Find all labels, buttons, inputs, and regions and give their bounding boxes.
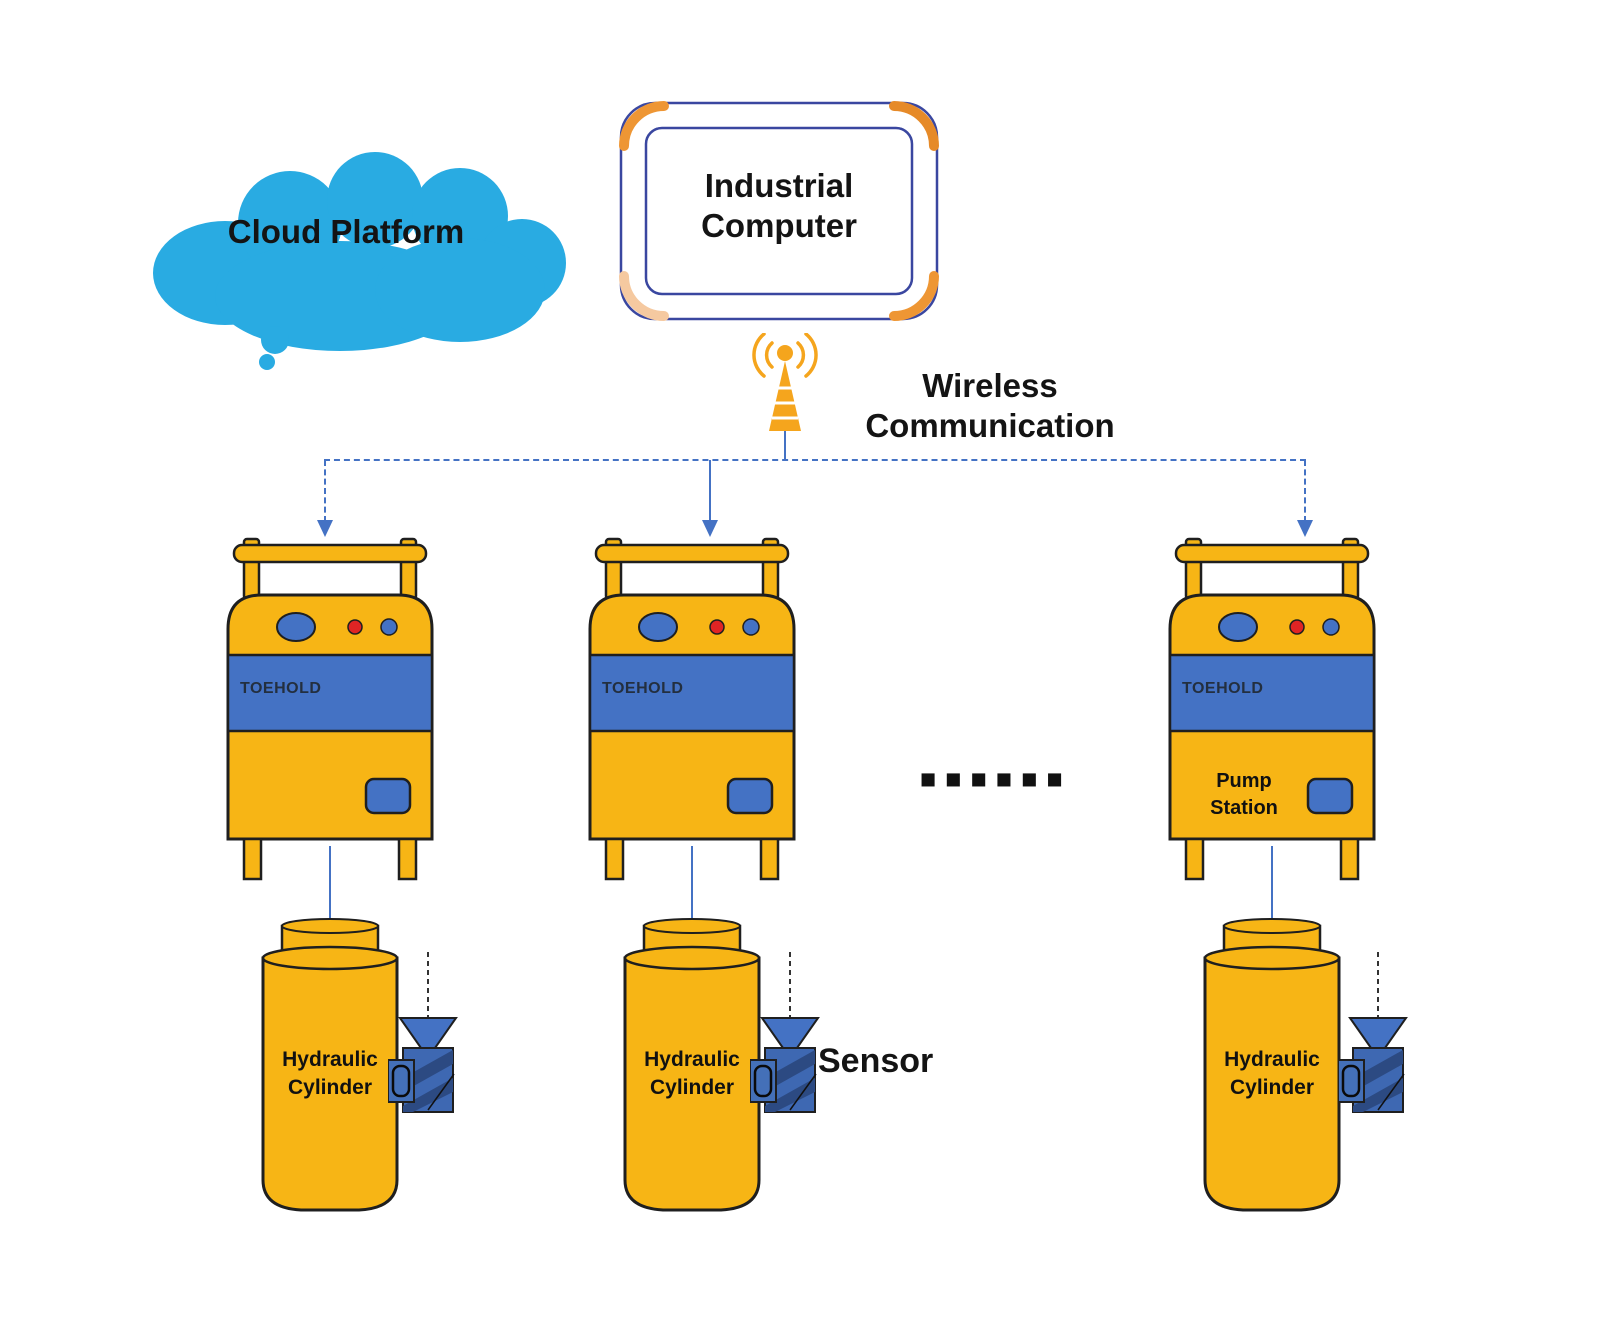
wireless-label-line1: Wireless [922,367,1058,404]
toehold-label: TOEHOLD [240,680,322,697]
blue-indicator-light [1322,618,1340,636]
sensor-label: Sensor [818,1042,934,1080]
pump-station-label: Pump Station [1183,768,1305,822]
toehold-label: TOEHOLD [1182,680,1264,697]
hydraulic-cylinder-label-line2: Cylinder [649,1076,735,1100]
arrow-down-icon-middle [702,520,718,537]
cloud-icon [153,152,566,370]
hydraulic-cylinder-label: Hydraulic Cylinder [250,1046,410,1103]
blue-indicator-light [380,618,398,636]
station-button [364,777,412,815]
industrial-computer: Industrial Computer [618,100,940,322]
hydraulic-cylinder-label-line2: Cylinder [1229,1076,1315,1100]
industrial-computer-label-line1: Industrial [704,167,854,204]
red-indicator-light [347,619,363,635]
antenna-drop-line [784,431,786,460]
station-button [1306,777,1354,815]
station-button [726,777,774,815]
pump-station-label-line2: Station [1210,797,1278,819]
pump-station-label-line1: Pump [1216,770,1272,792]
feed-line-middle [691,846,693,926]
hydraulic-cylinder-icon [623,918,761,1212]
hydraulic-cylinder-3: Hydraulic Cylinder [1177,918,1367,1218]
feed-line-right [1271,846,1273,926]
arrow-down-icon-right [1297,520,1313,537]
red-indicator-light [709,619,725,635]
industrial-computer-label-line2: Computer [701,206,857,244]
connector-middle-line [709,460,711,522]
feed-line-left [329,846,331,926]
hydraulic-cylinder-icon [261,918,399,1212]
connector-right-line [1304,460,1306,522]
gauge-oval [1218,612,1258,642]
hydraulic-cylinder-label-line1: Hydraulic [644,1048,740,1071]
toehold-label: TOEHOLD [602,680,684,697]
connector-left-line [324,460,326,522]
ellipsis-dots: ■■■■■■ [920,764,1072,794]
hydraulic-cylinder-label: Hydraulic Cylinder [612,1046,772,1103]
pump-station-icon [226,537,434,881]
pump-station-icon [1168,537,1376,881]
hydraulic-cylinder-label-line1: Hydraulic [1224,1048,1320,1071]
wireless-label-line2: Communication [865,406,1115,444]
hydraulic-cylinder-2: Hydraulic Cylinder [597,918,787,1218]
hydraulic-cylinder-label-line2: Cylinder [287,1076,373,1100]
pump-station-icon [588,537,796,881]
blue-indicator-light [742,618,760,636]
red-indicator-light [1289,619,1305,635]
industrial-computer-label: Industrial Computer [646,166,912,245]
pump-station-2: TOEHOLD [582,533,802,883]
antenna-icon [752,333,818,431]
industrial-computer-frame-icon [619,101,939,321]
pump-station-1: TOEHOLD [220,533,440,883]
gauge-oval [638,612,678,642]
hydraulic-cylinder-label: Hydraulic Cylinder [1192,1046,1352,1103]
hydraulic-cylinder-label-line1: Hydraulic [282,1048,378,1071]
wireless-communication-label: Wireless Communication [840,366,1140,445]
arrow-down-icon-left [317,520,333,537]
hydraulic-cylinder-icon [1203,918,1341,1212]
cloud-platform-label: Cloud Platform [227,213,465,250]
gauge-oval [276,612,316,642]
pump-station-3: TOEHOLD Pump Station [1162,533,1382,883]
hydraulic-cylinder-1: Hydraulic Cylinder [235,918,425,1218]
sensor-icon-right [1338,952,1408,1113]
sensor-icon-left [388,952,458,1113]
sensor-icon-middle [750,952,820,1113]
wireless-backbone-line [324,459,1306,461]
